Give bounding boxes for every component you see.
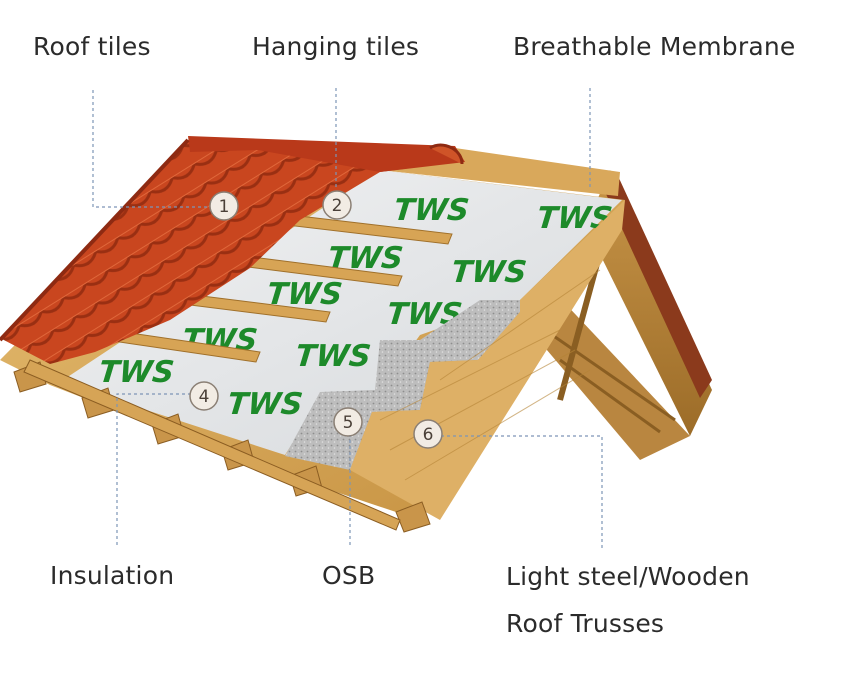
label-hanging-tiles: Hanging tiles <box>252 32 420 61</box>
badge-6: 6 <box>413 419 443 449</box>
svg-text:2: 2 <box>332 196 343 216</box>
leader-lines <box>92 88 603 548</box>
label-trusses-line1: Light steel/Wooden <box>506 562 750 591</box>
rafter-ends <box>13 359 431 533</box>
tws-logo: TWS <box>97 355 176 390</box>
label-trusses-line2: Roof Trusses <box>506 609 665 638</box>
svg-text:5: 5 <box>343 413 354 433</box>
roof-tiles-layer <box>0 136 465 364</box>
svg-text:6: 6 <box>423 425 434 445</box>
label-roof-tiles: Roof tiles <box>33 32 151 61</box>
svg-text:4: 4 <box>199 387 210 407</box>
badge-2: 2 <box>322 190 352 220</box>
tws-logo: TWS <box>226 387 305 422</box>
badge-5: 5 <box>333 407 363 437</box>
label-insulation: Insulation <box>50 561 175 590</box>
badge-4: 4 <box>189 381 219 411</box>
tws-logo: TWS <box>450 255 529 290</box>
label-osb: OSB <box>322 561 376 590</box>
tws-logo: TWS <box>294 339 373 374</box>
tws-logo: TWS <box>392 193 471 228</box>
badge-1: 1 <box>209 191 239 221</box>
svg-text:1: 1 <box>219 197 230 217</box>
label-breathable-membrane: Breathable Membrane <box>513 32 796 61</box>
